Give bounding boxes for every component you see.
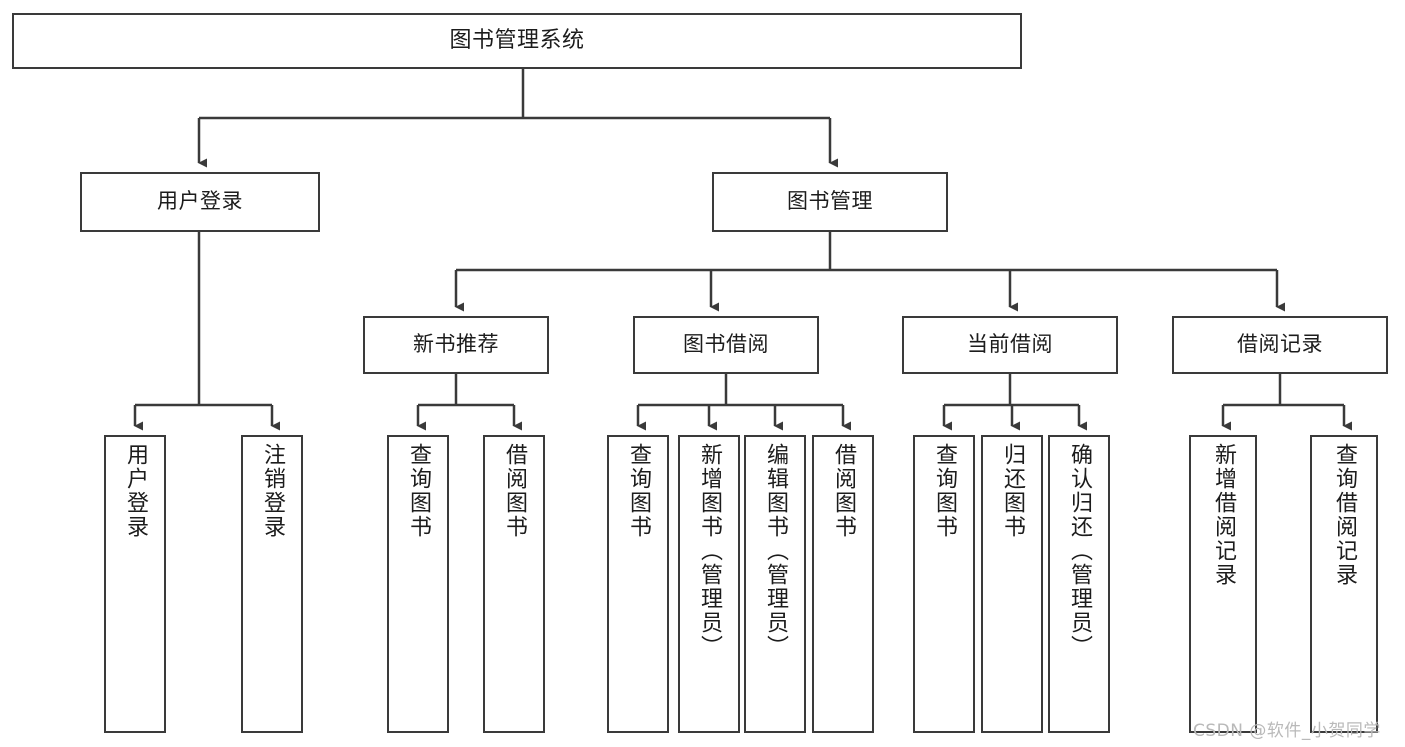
node-label: 查询图书 [626,443,651,539]
node-label: 查询图书 [406,443,431,539]
node-label: 新书推荐 [413,332,499,357]
node-l-confirm: 确认归还（管理员） [1048,435,1110,733]
node-l-borrow1: 借阅图书 [483,435,545,733]
node-label: 新增借阅记录 [1211,443,1236,587]
node-label: 新增图书（管理员） [697,443,722,659]
node-borrow: 图书借阅 [633,316,819,374]
node-l-query1: 查询图书 [387,435,449,733]
node-label: 编辑图书（管理员） [763,443,788,659]
node-login: 用户登录 [80,172,320,232]
node-l-borrow2: 借阅图书 [812,435,874,733]
node-current: 当前借阅 [902,316,1118,374]
node-bookmgmt: 图书管理 [712,172,948,232]
csdn-watermark: CSDN @软件_小贺同学 [1193,721,1381,741]
node-newrec: 新书推荐 [363,316,549,374]
node-root: 图书管理系统 [12,13,1022,69]
node-label: 图书借阅 [683,332,769,357]
node-label: 查询图书 [932,443,957,539]
node-l-queryrec: 查询借阅记录 [1310,435,1378,733]
node-l-addrec: 新增借阅记录 [1189,435,1257,733]
node-records: 借阅记录 [1172,316,1388,374]
node-l-add: 新增图书（管理员） [678,435,740,733]
node-label: 归还图书 [1000,443,1025,539]
node-l-edit: 编辑图书（管理员） [744,435,806,733]
node-label: 图书管理 [787,189,873,214]
node-label: 确认归还（管理员） [1067,443,1092,659]
node-label: 当前借阅 [967,332,1053,357]
node-label: 借阅记录 [1237,332,1323,357]
node-label: 借阅图书 [831,443,856,539]
node-l-login: 用户登录 [104,435,166,733]
node-l-logout: 注销登录 [241,435,303,733]
node-label: 用户登录 [123,443,148,539]
node-label: 注销登录 [260,443,285,539]
node-label: 查询借阅记录 [1332,443,1357,587]
node-l-query3: 查询图书 [913,435,975,733]
node-label: 借阅图书 [502,443,527,539]
node-l-query2: 查询图书 [607,435,669,733]
node-label: 图书管理系统 [449,27,585,53]
node-l-return: 归还图书 [981,435,1043,733]
node-label: 用户登录 [157,189,243,214]
